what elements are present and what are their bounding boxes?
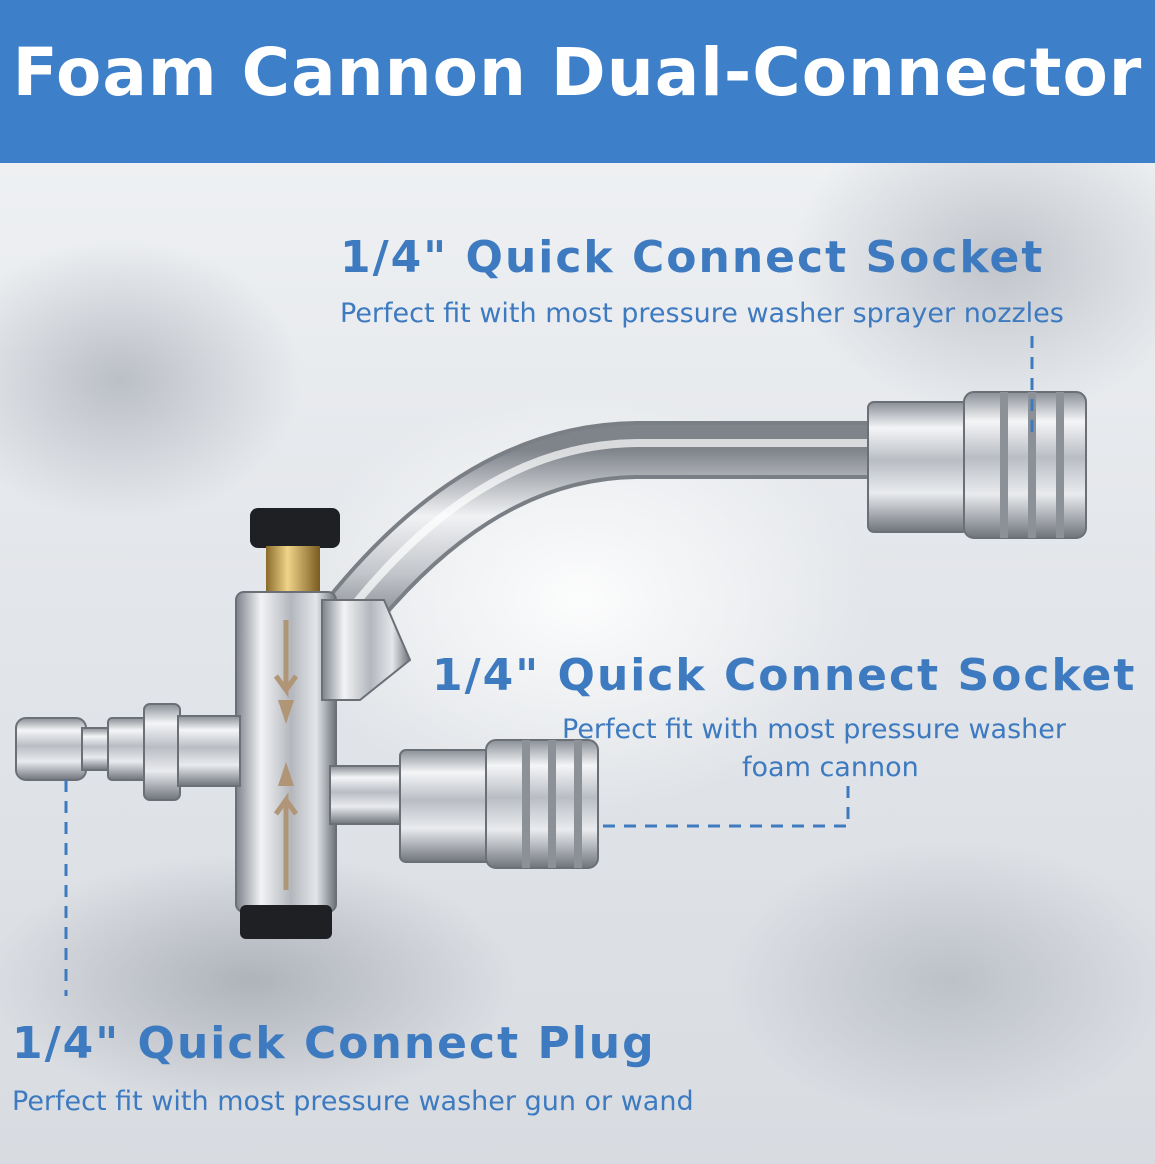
valve-body [235, 591, 337, 939]
top-socket-subtitle: Perfect fit with most pressure washer sp… [340, 298, 1064, 329]
top-quick-connect-socket [867, 391, 1087, 539]
middle-quick-connect-socket [329, 739, 599, 869]
adjustment-knob [250, 508, 340, 596]
y-joint [321, 599, 412, 701]
left-quick-connect-plug [15, 703, 241, 801]
plug-subtitle: Perfect fit with most pressure washer gu… [12, 1086, 694, 1117]
leader-mid-socket [596, 786, 850, 828]
mid-socket-title: 1/4" Quick Connect Socket [432, 650, 1137, 701]
leader-lines [64, 336, 1034, 996]
mid-socket-subtitle-line2: foam cannon [742, 752, 919, 783]
page-title: Foam Cannon Dual-Connector [12, 34, 1143, 111]
plug-title: 1/4" Quick Connect Plug [12, 1018, 656, 1069]
title-banner: Foam Cannon Dual-Connector [0, 0, 1155, 163]
mid-socket-subtitle-line1: Perfect fit with most pressure washer [562, 714, 1066, 745]
top-socket-title: 1/4" Quick Connect Socket [340, 232, 1045, 283]
